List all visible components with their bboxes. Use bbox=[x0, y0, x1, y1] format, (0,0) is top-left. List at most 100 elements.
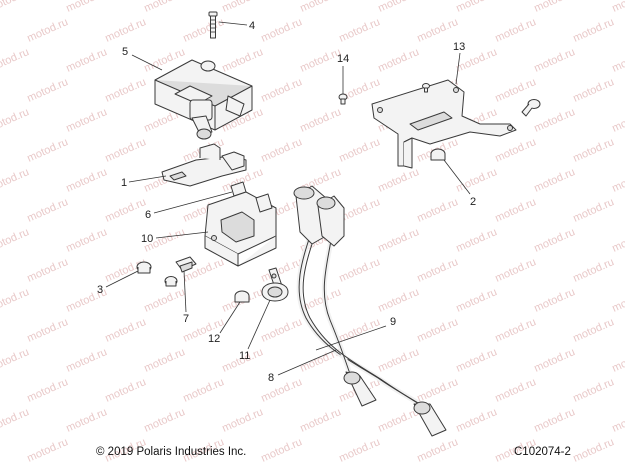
watermark-text: motod.ru bbox=[376, 286, 421, 315]
watermark-text: motod.ru bbox=[571, 136, 616, 165]
watermark-text: motod.ru bbox=[376, 346, 421, 375]
watermark-text: motod.ru bbox=[142, 406, 187, 435]
watermark-text: motod.ru bbox=[610, 286, 625, 315]
callout-14: 14 bbox=[337, 53, 349, 65]
part-screw-upper bbox=[422, 83, 430, 93]
watermark-text: motod.ru bbox=[259, 76, 304, 105]
watermark-text: motod.ru bbox=[532, 106, 577, 135]
watermark-text: motod.ru bbox=[532, 166, 577, 195]
watermark-text: motod.ru bbox=[298, 0, 343, 15]
watermark-text: motod.ru bbox=[532, 46, 577, 75]
watermark-text: motod.ru bbox=[181, 376, 226, 405]
watermark-text: motod.ru bbox=[25, 436, 70, 465]
callout-4: 4 bbox=[249, 20, 255, 32]
callout-3: 3 bbox=[97, 284, 103, 296]
watermark-text: motod.ru bbox=[0, 346, 31, 375]
leader-line-12 bbox=[219, 301, 241, 334]
watermark-text: motod.ru bbox=[376, 226, 421, 255]
watermark-text: motod.ru bbox=[0, 106, 31, 135]
watermark-text: motod.ru bbox=[142, 286, 187, 315]
watermark-text: motod.ru bbox=[415, 256, 460, 285]
watermark-text: motod.ru bbox=[0, 406, 31, 435]
watermark-text: motod.ru bbox=[493, 136, 538, 165]
watermark-text: motod.ru bbox=[415, 196, 460, 225]
callout-7: 7 bbox=[183, 313, 189, 325]
watermark-text: motod.ru bbox=[571, 436, 616, 465]
leader-line-3 bbox=[105, 270, 139, 288]
part-2-nut bbox=[430, 148, 446, 161]
watermark-text: motod.ru bbox=[493, 256, 538, 285]
watermark-text: motod.ru bbox=[25, 256, 70, 285]
part-11-cable-clamp bbox=[261, 267, 289, 302]
leader-line-2 bbox=[443, 159, 471, 195]
callout-12: 12 bbox=[208, 333, 220, 345]
leader-line-5 bbox=[131, 54, 163, 71]
watermark-text: motod.ru bbox=[0, 226, 31, 255]
watermark-text: motod.ru bbox=[415, 316, 460, 345]
part-12-nut bbox=[234, 290, 250, 303]
watermark-text: motod.ru bbox=[376, 0, 421, 15]
leader-line-10 bbox=[155, 231, 209, 239]
watermark-text: motod.ru bbox=[454, 406, 499, 435]
diagram-code: C102074-2 bbox=[514, 446, 571, 458]
watermark-text: motod.ru bbox=[415, 376, 460, 405]
watermark-text: motod.ru bbox=[25, 376, 70, 405]
watermark-text: motod.ru bbox=[64, 346, 109, 375]
watermark-text: motod.ru bbox=[25, 16, 70, 45]
watermark-text: motod.ru bbox=[454, 286, 499, 315]
part-10-mounting-bracket bbox=[204, 191, 277, 267]
watermark-text: motod.ru bbox=[454, 226, 499, 255]
leader-line-7 bbox=[183, 270, 187, 313]
watermark-text: motod.ru bbox=[532, 286, 577, 315]
watermark-text: motod.ru bbox=[142, 0, 187, 15]
part-8-9-spark-plug-wires bbox=[293, 185, 447, 437]
part-screw bbox=[164, 276, 178, 287]
watermark-text: motod.ru bbox=[0, 166, 31, 195]
watermark-text: motod.ru bbox=[571, 196, 616, 225]
watermark-text: motod.ru bbox=[610, 346, 625, 375]
watermark-text: motod.ru bbox=[259, 136, 304, 165]
watermark-text: motod.ru bbox=[64, 226, 109, 255]
watermark-text: motod.ru bbox=[25, 76, 70, 105]
watermark-text: motod.ru bbox=[610, 106, 625, 135]
part-4-bolt bbox=[208, 11, 218, 39]
leader-line-9 bbox=[315, 325, 387, 351]
leader-line-4 bbox=[218, 21, 248, 26]
watermark-text: motod.ru bbox=[610, 226, 625, 255]
watermark-text: motod.ru bbox=[25, 316, 70, 345]
watermark-text: motod.ru bbox=[571, 16, 616, 45]
part-1-coil-bracket bbox=[161, 143, 247, 187]
watermark-text: motod.ru bbox=[103, 16, 148, 45]
watermark-text: motod.ru bbox=[337, 436, 382, 465]
leader-line-11 bbox=[247, 299, 271, 350]
watermark-text: motod.ru bbox=[103, 376, 148, 405]
watermark-text: motod.ru bbox=[493, 16, 538, 45]
leader-line-1 bbox=[128, 175, 167, 183]
callout-11: 11 bbox=[239, 350, 250, 362]
copyright-text: © 2019 Polaris Industries Inc. bbox=[96, 446, 247, 458]
callout-10: 10 bbox=[141, 233, 153, 245]
part-13-upper-bracket bbox=[371, 79, 517, 169]
watermark-text: motod.ru bbox=[337, 256, 382, 285]
watermark-text: motod.ru bbox=[337, 136, 382, 165]
watermark-text: motod.ru bbox=[64, 406, 109, 435]
watermark-text: motod.ru bbox=[103, 316, 148, 345]
watermark-text: motod.ru bbox=[220, 0, 265, 15]
watermark-text: motod.ru bbox=[220, 46, 265, 75]
watermark-text: motod.ru bbox=[25, 196, 70, 225]
callout-13: 13 bbox=[453, 41, 465, 53]
watermark-text: motod.ru bbox=[532, 0, 577, 15]
watermark-text: motod.ru bbox=[532, 406, 577, 435]
watermark-text: motod.ru bbox=[64, 46, 109, 75]
watermark-text: motod.ru bbox=[610, 46, 625, 75]
watermark-text: motod.ru bbox=[532, 226, 577, 255]
watermark-text: motod.ru bbox=[259, 376, 304, 405]
watermark-text: motod.ru bbox=[571, 316, 616, 345]
watermark-text: motod.ru bbox=[64, 106, 109, 135]
watermark-text: motod.ru bbox=[259, 316, 304, 345]
callout-1: 1 bbox=[121, 177, 127, 189]
watermark-text: motod.ru bbox=[493, 376, 538, 405]
callout-5: 5 bbox=[122, 46, 128, 58]
watermark-text: motod.ru bbox=[610, 166, 625, 195]
